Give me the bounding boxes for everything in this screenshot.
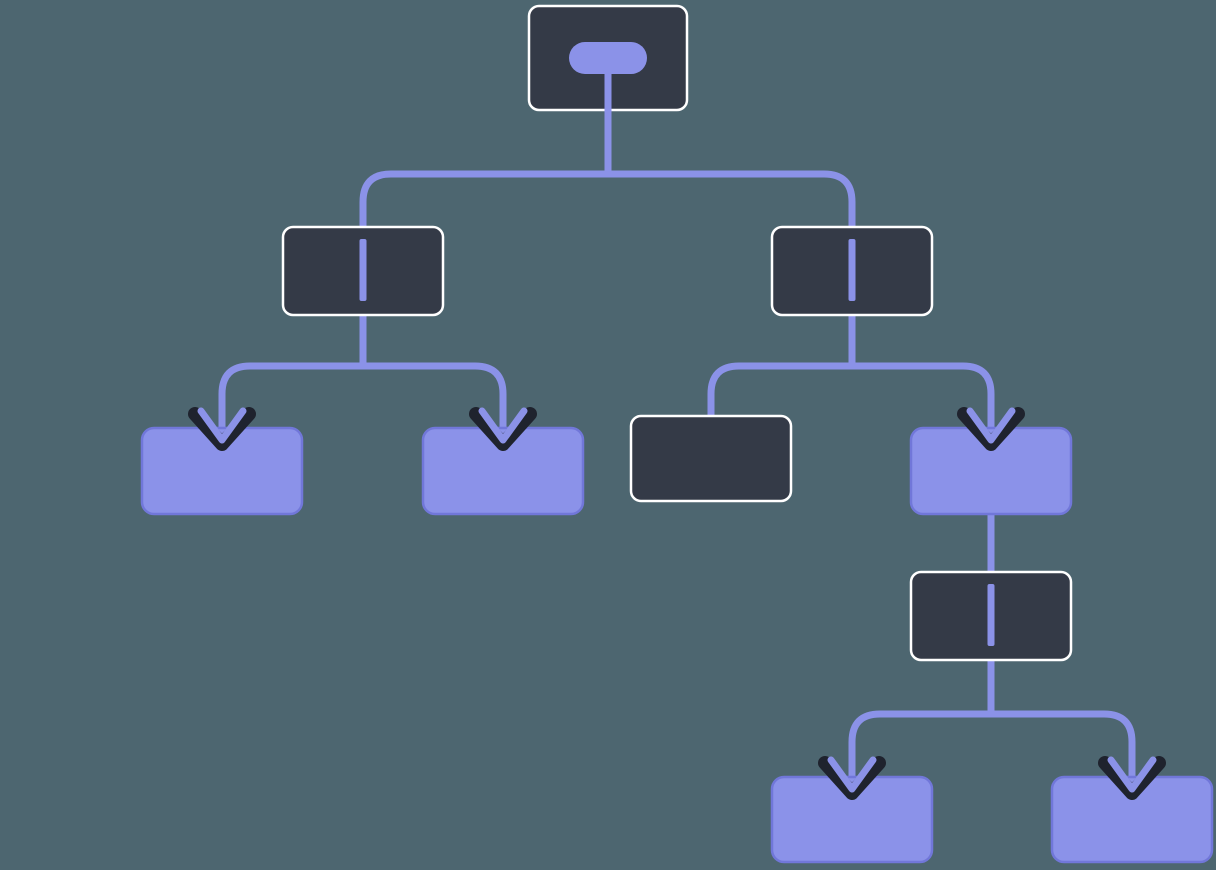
branch-node-bottom[interactable]: [909, 570, 1073, 662]
chevron-down-icon-inner: [197, 407, 247, 444]
chevron-down-icon-outer: [188, 407, 256, 451]
subtree-stem-icon: [604, 72, 612, 112]
edge-left-branch-split: [218, 362, 507, 434]
accent-node-body[interactable]: [1050, 775, 1214, 864]
chevron-down-marker: [957, 407, 1025, 451]
chevron-down-icon-inner: [966, 407, 1016, 444]
chevron-down-marker: [469, 407, 537, 451]
accent-node-body[interactable]: [421, 426, 585, 516]
leaf-node-5[interactable]: [1050, 775, 1214, 864]
branch-node-right[interactable]: [770, 225, 934, 317]
pass-line-icon: [987, 584, 995, 646]
leaf-node-4[interactable]: [770, 775, 934, 864]
dark-node-body[interactable]: [629, 414, 793, 503]
accent-node-body[interactable]: [770, 775, 934, 864]
pass-line-icon: [359, 239, 367, 301]
root-node[interactable]: [527, 4, 689, 112]
chevron-down-icon-outer: [1098, 756, 1166, 800]
pass-line-icon: [848, 239, 856, 301]
edge-right-branch-split: [707, 362, 995, 434]
accent-node-body[interactable]: [140, 426, 304, 516]
plain-dark-node[interactable]: [629, 414, 793, 503]
edge-root-split: [359, 170, 856, 227]
chevron-down-marker: [188, 407, 256, 451]
accent-node-body[interactable]: [909, 426, 1073, 516]
leaf-node-3[interactable]: [909, 426, 1073, 516]
leaf-node-1[interactable]: [140, 426, 304, 516]
chevron-down-marker: [818, 756, 886, 800]
subtree-pill-icon: [569, 42, 647, 74]
chevron-down-icon-inner: [827, 756, 877, 793]
chevron-down-icon-outer: [469, 407, 537, 451]
chevron-down-icon-inner: [478, 407, 528, 444]
chevron-down-icon-outer: [957, 407, 1025, 451]
chevron-down-marker: [1098, 756, 1166, 800]
chevron-down-icon-outer: [818, 756, 886, 800]
leaf-node-2[interactable]: [421, 426, 585, 516]
chevron-down-icon-inner: [1107, 756, 1157, 793]
edge-bottom-split: [848, 710, 1136, 783]
branch-node-left[interactable]: [281, 225, 445, 317]
